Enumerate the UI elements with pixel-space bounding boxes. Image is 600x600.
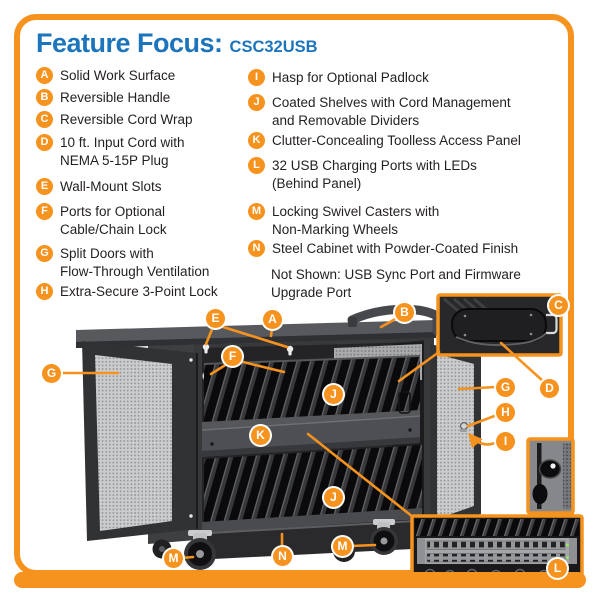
feature-item-d: D 10 ft. Input Cord with NEMA 5-15P Plug	[36, 134, 241, 169]
inset-connector-cord-wrap	[397, 350, 441, 383]
callout-arrow-i	[468, 432, 497, 449]
work-surface	[76, 320, 436, 348]
feature-badge-e: E	[36, 178, 53, 195]
callout-badge-h: H	[496, 403, 515, 422]
inset-lock-hasp	[526, 437, 575, 515]
left-door	[82, 341, 198, 541]
title-model: CSC32USB	[229, 38, 318, 56]
note-item: Not Shown: USB Sync Port and Firmware Up…	[271, 266, 571, 301]
right-door	[398, 344, 481, 528]
wall-mount-slots	[202, 343, 294, 356]
padlock-hasp	[460, 422, 468, 432]
feature-text-l: 32 USB Charging Ports with LEDs (Behind …	[272, 158, 477, 191]
feature-text-e: Wall-Mount Slots	[60, 179, 162, 194]
callout-line-d	[499, 341, 546, 384]
callout-line-m-right	[349, 543, 377, 548]
callout-line-b	[379, 315, 401, 329]
feature-badge-n: N	[248, 240, 265, 257]
caster-front-right	[370, 519, 398, 555]
feature-text-f: Ports for Optional Cable/Chain Lock	[60, 204, 167, 237]
callout-badge-m-left: M	[164, 549, 183, 568]
feature-item-k: K Clutter-Concealing Toolless Access Pan…	[248, 132, 568, 150]
callout-lines	[58, 315, 546, 560]
callout-line-m-left	[180, 555, 195, 560]
feature-badge-k: K	[248, 132, 265, 149]
page-bottom-bar	[14, 572, 586, 588]
feature-badge-j: J	[248, 94, 265, 111]
callout-line-h	[466, 413, 499, 428]
feature-item-h: H Extra-Secure 3-Point Lock	[36, 283, 241, 301]
callout-badge-l: L	[548, 559, 567, 578]
feature-item-j: J Coated Shelves with Cord Management an…	[248, 94, 568, 129]
callout-badge-n: N	[273, 547, 292, 566]
feature-text-n: Steel Cabinet with Powder-Coated Finish	[272, 241, 519, 256]
feature-item-e: E Wall-Mount Slots	[36, 178, 241, 196]
callout-badge-k: K	[251, 426, 270, 445]
callout-badge-f: F	[223, 347, 242, 366]
feature-text-m: Locking Swivel Casters with Non-Marking …	[272, 204, 440, 237]
feature-item-c: C Reversible Cord Wrap	[36, 111, 241, 129]
feature-text-k: Clutter-Concealing Toolless Access Panel	[272, 133, 521, 148]
feature-text-b: Reversible Handle	[60, 90, 171, 105]
callout-badge-g-left: G	[42, 364, 61, 383]
feature-text-d: 10 ft. Input Cord with NEMA 5-15P Plug	[60, 135, 185, 168]
feature-text-i: Hasp for Optional Padlock	[272, 70, 429, 85]
callout-badge-j-bottom: J	[324, 488, 343, 507]
feature-badge-b: B	[36, 89, 53, 106]
feature-badge-h: H	[36, 283, 53, 300]
feature-text-c: Reversible Cord Wrap	[60, 112, 193, 127]
feature-badge-d: D	[36, 134, 53, 151]
feature-item-i: I Hasp for Optional Padlock	[248, 69, 568, 87]
feature-badge-i: I	[248, 69, 265, 86]
callout-line-e1	[204, 325, 215, 346]
callout-badge-b: B	[395, 303, 414, 322]
callout-badge-j-top: J	[324, 385, 343, 404]
callout-badge-m-right: M	[333, 537, 352, 556]
feature-text-a: Solid Work Surface	[60, 68, 176, 83]
caster-front-left	[184, 530, 216, 570]
callout-line-e2	[218, 324, 289, 349]
feature-item-b: B Reversible Handle	[36, 89, 241, 107]
feature-item-m: M Locking Swivel Casters with Non-Markin…	[248, 203, 568, 238]
feature-badge-m: M	[248, 203, 265, 220]
feature-item-a: A Solid Work Surface	[36, 67, 241, 85]
inset-cord-wrap	[436, 293, 563, 357]
callout-line-f2	[237, 359, 286, 374]
feature-item-n: N Steel Cabinet with Powder-Coated Finis…	[248, 240, 568, 258]
callout-line-g-right	[457, 385, 498, 391]
callout-badge-i: I	[496, 432, 515, 451]
callout-badge-a: A	[263, 310, 282, 329]
callout-line-a	[269, 326, 274, 338]
page-title: Feature Focus: CSC32USB	[36, 28, 318, 59]
feature-badge-l: L	[248, 157, 265, 174]
feature-item-l: L 32 USB Charging Ports with LEDs (Behin…	[248, 157, 568, 192]
feature-text-h: Extra-Secure 3-Point Lock	[60, 284, 218, 299]
callout-badge-d: D	[540, 379, 559, 398]
feature-badge-a: A	[36, 67, 53, 84]
bottom-shelf	[202, 445, 422, 533]
inset-connector-usb	[306, 432, 415, 519]
feature-item-g: G Split Doors with Flow-Through Ventilat…	[36, 245, 241, 280]
callout-badge-g-right: G	[496, 378, 515, 397]
feature-badge-f: F	[36, 203, 53, 220]
feature-badge-c: C	[36, 111, 53, 128]
callout-badge-e: E	[206, 309, 225, 328]
feature-text-g: Split Doors with Flow-Through Ventilatio…	[60, 246, 210, 279]
note-text: Not Shown: USB Sync Port and Firmware Up…	[271, 267, 521, 300]
callout-line-f1	[209, 362, 229, 376]
feature-item-f: F Ports for Optional Cable/Chain Lock	[36, 203, 241, 238]
title-text: Feature Focus:	[36, 28, 223, 58]
feature-badge-g: G	[36, 245, 53, 262]
callout-badge-c: C	[549, 296, 568, 315]
feature-text-j: Coated Shelves with Cord Management and …	[272, 95, 511, 128]
